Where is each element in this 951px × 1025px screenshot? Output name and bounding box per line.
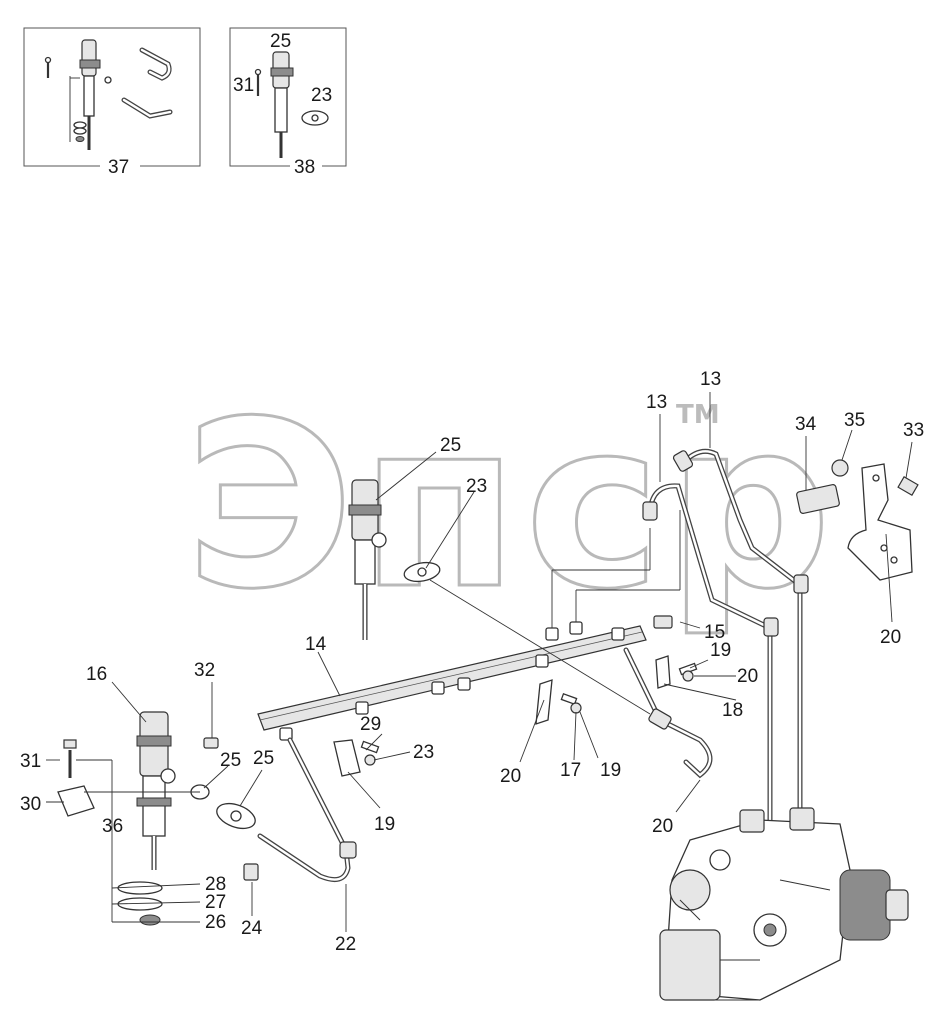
callout-13-lower: 13	[646, 392, 667, 413]
callout-36: 36	[102, 816, 123, 837]
watermark-text: Эпср	[185, 373, 838, 640]
callout-30: 30	[20, 794, 41, 815]
kit-38-callout-23: 23	[311, 85, 332, 106]
callout-17-right: 20	[500, 766, 521, 787]
callout-19-right: 17	[560, 760, 581, 781]
callout-20-upper: 20	[737, 666, 758, 687]
callout-16: 32	[194, 660, 215, 681]
callout-31-low: 31	[20, 751, 41, 772]
injector-left-fasteners: 31 30 36 28 27 26	[20, 739, 226, 933]
callout-15: 15	[704, 622, 725, 643]
watermark-tm: TM	[676, 400, 720, 430]
callout-33: 33	[903, 420, 924, 441]
pipe-13-assembly: 13 13	[642, 369, 809, 833]
pipe-21: 20	[429, 579, 713, 837]
callout-23-low: 25	[253, 748, 274, 769]
callout-20-left: 23	[413, 742, 434, 763]
callout-19-left: 29	[360, 714, 381, 735]
kit-37-label: 37	[108, 157, 129, 178]
callout-32: 20	[880, 627, 901, 648]
pipe-22-assembly: 25 22 24	[216, 737, 357, 955]
callout-34: 34	[795, 414, 817, 435]
callout-27: 27	[205, 892, 226, 913]
clamp-17-right: 20 17 19	[500, 679, 621, 787]
kit-38-callout-25: 25	[270, 31, 291, 52]
callout-22: 22	[335, 934, 356, 955]
callout-17-left: 19	[374, 814, 395, 835]
fuel-pump	[659, 807, 909, 1001]
injector-mid: 25 23	[348, 435, 487, 640]
callout-25-low: 16	[86, 664, 107, 685]
callout-21: 20	[652, 816, 673, 837]
kit-37-panel: 37	[23, 27, 201, 178]
callout-23-mid: 23	[466, 476, 487, 497]
callout-18: 18	[722, 700, 743, 721]
callout-19-upper: 19	[710, 640, 731, 661]
callout-29: 25	[220, 750, 241, 771]
callout-28: 28	[205, 874, 226, 895]
callout-26: 26	[205, 912, 226, 933]
callout-20-right: 19	[600, 760, 621, 781]
callout-35: 35	[844, 410, 865, 431]
bracket-assembly: 34 35 33 20	[795, 410, 924, 648]
callout-13-upper: 13	[700, 369, 721, 390]
clamp-18: 19 20 18	[655, 640, 758, 721]
watermark: Эпср TM	[184, 372, 838, 642]
kit-38-label: 38	[294, 157, 315, 178]
kit-38-panel: 25 31 23 38	[229, 27, 347, 178]
kit-38-callout-31: 31	[233, 75, 254, 96]
injector-left: 16 32 25	[86, 660, 241, 870]
callout-25-mid: 25	[440, 435, 461, 456]
callout-24: 24	[241, 918, 263, 939]
clamp-17-left: 29 23 19	[333, 714, 434, 835]
callout-14: 14	[305, 634, 327, 655]
